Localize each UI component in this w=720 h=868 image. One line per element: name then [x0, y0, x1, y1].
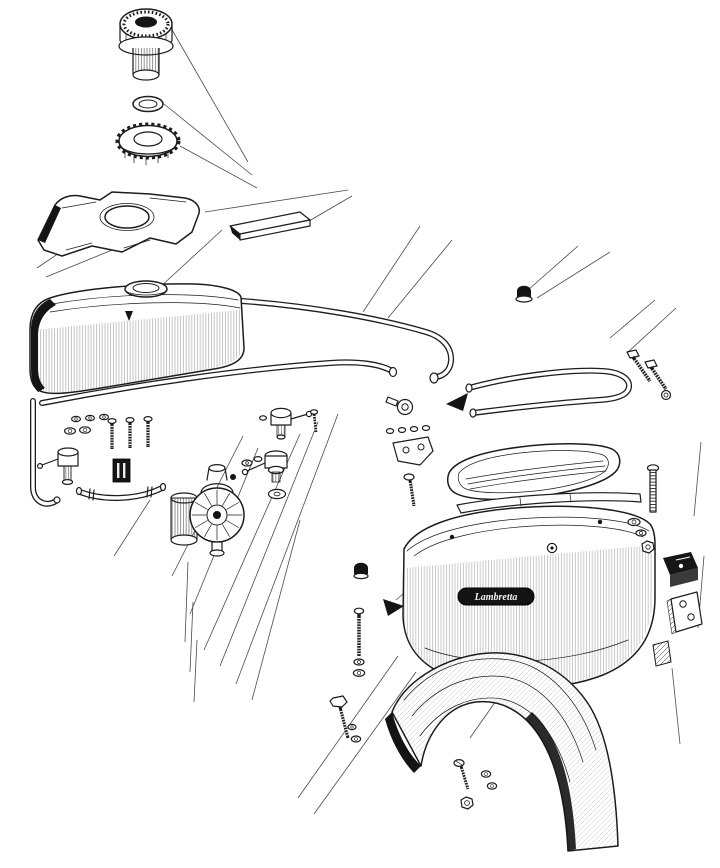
- rubber-block: [112, 458, 131, 483]
- fuel-tank: [29, 280, 245, 395]
- washers-right: [627, 517, 647, 537]
- union-bolt-small: [309, 409, 319, 433]
- washer-set-left: [63, 413, 109, 435]
- fuel-tap-lower: [241, 450, 288, 483]
- fuel-pipe-rear: [465, 367, 633, 418]
- fuel-filler-cap: [118, 8, 174, 81]
- screw-bottom-center: [453, 758, 470, 790]
- mudguard-bolt-left: [329, 695, 362, 743]
- arrow-pipe-end: [446, 393, 468, 411]
- toolbox-body: Lambretta: [402, 505, 656, 689]
- badge-text: Lambretta: [474, 592, 518, 603]
- fuel-pipe-standpipe: [30, 398, 61, 507]
- fuel-tap-upper: [259, 407, 313, 440]
- knurled-locking-ring: [115, 122, 181, 166]
- washers-bottom-center: [480, 770, 498, 790]
- tank-mounting-pad: [37, 191, 200, 257]
- cap-gasket: [132, 95, 164, 113]
- fuel-pipe-lower: [39, 359, 398, 406]
- tool-tray: [456, 492, 642, 514]
- fuel-hose: [75, 482, 167, 501]
- hex-nut-bottom: [460, 796, 474, 810]
- toolbox-lid: [446, 443, 621, 501]
- toolbox-badge: Lambretta: [457, 587, 535, 606]
- sealing-washer: [267, 488, 287, 500]
- direction-arrows: [125, 311, 468, 616]
- long-bolt-right: [646, 464, 660, 513]
- union-rings: [385, 425, 431, 435]
- center-bolt: [352, 607, 366, 677]
- acorn-nut: [353, 562, 369, 580]
- hex-nut-right: [641, 540, 655, 554]
- union-bolt: [403, 473, 416, 507]
- lid-lock: [546, 542, 558, 554]
- banjo-union: [385, 396, 414, 416]
- rear-mudguard: [385, 652, 619, 852]
- fuel-pipe-upper: [239, 298, 455, 384]
- packing-strip: [652, 640, 672, 667]
- clamp-bracket: [392, 436, 434, 466]
- stud-set: [107, 416, 153, 449]
- fuel-tap-left: [36, 447, 79, 486]
- support-bracket-black: [663, 552, 698, 587]
- filler-neck: [124, 280, 168, 298]
- small-rings: [230, 456, 263, 480]
- mounting-strip: [229, 211, 311, 241]
- arrow-tank-seam: [125, 311, 133, 321]
- dome-nut: [515, 285, 533, 303]
- sediment-bowl: [170, 464, 245, 557]
- support-bracket-drilled: [666, 591, 703, 635]
- arrow-toolbox: [383, 599, 404, 616]
- angled-bolts: [626, 349, 672, 401]
